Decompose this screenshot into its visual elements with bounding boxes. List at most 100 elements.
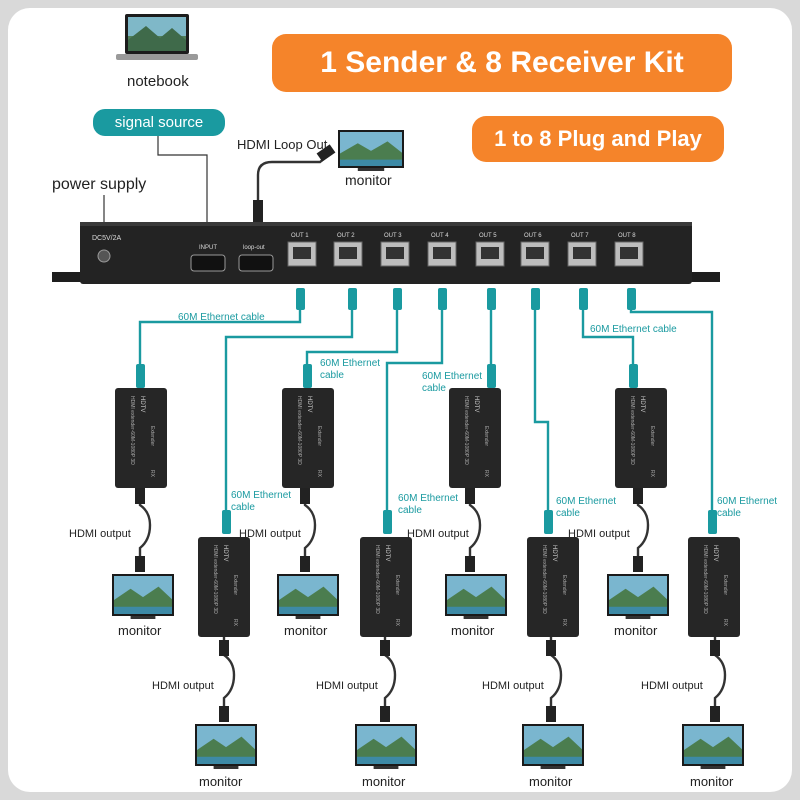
receiver-tag-label: Extender <box>561 575 567 596</box>
hdmi-loop-plug-top <box>316 144 336 162</box>
receiver-brand-label: HDTV <box>473 396 479 413</box>
loop-monitor-label: monitor <box>345 172 392 188</box>
port-label-out-4: OUT 4 <box>431 233 449 239</box>
port-label-out-2: OUT 2 <box>337 233 355 239</box>
cable-label-5b: cable <box>422 383 446 394</box>
loop-out-port-label: loop-out <box>243 245 265 251</box>
ethernet-plugs-bottom <box>136 364 717 534</box>
receiver-side-label: RX <box>394 619 400 626</box>
receiver-units <box>115 388 740 637</box>
subtitle-pill: 1 to 8 Plug and Play <box>472 116 724 162</box>
ethernet-cable-6 <box>533 300 550 515</box>
monitor-icon <box>355 724 417 769</box>
receiver-side-label: RX <box>149 470 155 477</box>
receiver-side-label: RX <box>316 470 322 477</box>
signal-source-pill: signal source <box>93 109 225 136</box>
cable-label-3a: 60M Ethernet <box>320 358 381 369</box>
hdmi-output-label-5: HDMI output <box>407 528 469 540</box>
port-label-out-6: OUT 6 <box>524 233 542 239</box>
receiver-model-label: HDMI extender-60M-1080P 3D <box>374 545 380 614</box>
monitor-label-4: monitor <box>362 774 406 789</box>
port-label-out-7: OUT 7 <box>571 233 589 239</box>
monitor-icon <box>607 574 669 619</box>
receiver-side-label: RX <box>649 470 655 477</box>
monitor-icon <box>682 724 744 769</box>
monitor-icon <box>112 574 174 619</box>
receiver-model-label: HDMI extender-60M-1080P 3D <box>702 545 708 614</box>
receiver-side-label: RX <box>561 619 567 626</box>
cable-label-8a: 60M Ethernet <box>717 496 778 507</box>
power-supply-label: power supply <box>52 176 147 193</box>
monitor-label-2: monitor <box>199 774 243 789</box>
port-label-out-1: OUT 1 <box>291 233 309 239</box>
receiver-brand-label: HDTV <box>384 545 390 562</box>
receiver-model-label: HDMI extender-60M-1080P 3D <box>212 545 218 614</box>
monitor-label-6: monitor <box>529 774 573 789</box>
monitor-icon <box>277 574 339 619</box>
cable-label-6a: 60M Ethernet <box>556 496 617 507</box>
notebook-icon <box>116 14 198 60</box>
monitor-label-3: monitor <box>284 623 328 638</box>
title-pill: 1 Sender & 8 Receiver Kit <box>272 34 732 92</box>
receiver-model-label: HDMI extender-60M-1080P 3D <box>129 396 135 465</box>
receiver-side-label: RX <box>483 470 489 477</box>
hdmi-output-label-8: HDMI output <box>641 680 703 692</box>
cable-label-3b: cable <box>320 370 344 381</box>
hdmi-loop-plug <box>253 200 263 222</box>
receiver-tag-label: Extender <box>483 426 489 447</box>
loop-monitor-icon <box>338 130 404 171</box>
receiver-model-label: HDMI extender-60M-1080P 3D <box>541 545 547 614</box>
cable-label-4a: 60M Ethernet <box>398 493 459 504</box>
receiver-brand-label: HDTV <box>639 396 645 413</box>
monitor-icon <box>522 724 584 769</box>
signal-source-wire <box>157 132 208 222</box>
receiver-brand-label: HDTV <box>712 545 718 562</box>
receiver-tag-label: Extender <box>649 426 655 447</box>
receiver-brand-label: HDTV <box>551 545 557 562</box>
receiver-side-label: RX <box>232 619 238 626</box>
sender-device <box>52 222 720 284</box>
port-label-out-3: OUT 3 <box>384 233 402 239</box>
hdmi-output-cables <box>138 488 727 722</box>
hdmi-loop-out-label: HDMI Loop Out <box>237 137 328 152</box>
monitor-label-5: monitor <box>451 623 495 638</box>
receiver-tag-label: Extender <box>232 575 238 596</box>
receiver-brand-label: HDTV <box>139 396 145 413</box>
hdmi-output-label-7: HDMI output <box>568 528 630 540</box>
monitor-label-7: monitor <box>614 623 658 638</box>
cable-label-1: 60M Ethernet cable <box>178 312 265 323</box>
receiver-tag-label: Extender <box>722 575 728 596</box>
cable-label-2a: 60M Ethernet <box>231 490 292 501</box>
hdmi-loop-out-cable <box>256 151 333 220</box>
title-text: 1 Sender & 8 Receiver Kit <box>320 46 684 79</box>
monitor-icon <box>195 724 257 769</box>
receiver-model-label: HDMI extender-60M-1080P 3D <box>629 396 635 465</box>
hdmi-output-label-4: HDMI output <box>316 680 378 692</box>
monitors <box>112 130 744 769</box>
cable-label-4b: cable <box>398 505 422 516</box>
ethernet-cable-7 <box>581 300 635 368</box>
receiver-side-label: RX <box>722 619 728 626</box>
cable-label-5a: 60M Ethernet <box>422 371 483 382</box>
cable-label-6b: cable <box>556 508 580 519</box>
receiver-brand-label: HDTV <box>306 396 312 413</box>
dc-power-label: DC5V/2A <box>92 235 122 242</box>
subtitle-text: 1 to 8 Plug and Play <box>494 126 702 151</box>
port-label-out-5: OUT 5 <box>479 233 497 239</box>
notebook-label: notebook <box>127 73 189 90</box>
receiver-tag-label: Extender <box>316 426 322 447</box>
cable-label-2b: cable <box>231 502 255 513</box>
receiver-model-label: HDMI extender-60M-1080P 3D <box>296 396 302 465</box>
hdmi-output-label-1: HDMI output <box>69 528 131 540</box>
cable-label-7: 60M Ethernet cable <box>590 324 677 335</box>
monitor-label-8: monitor <box>690 774 734 789</box>
hdmi-output-label-3: HDMI output <box>239 528 301 540</box>
hdmi-output-plugs <box>135 488 720 722</box>
ethernet-cable-2 <box>224 300 354 515</box>
ethernet-plugs-top <box>296 288 636 310</box>
cable-label-8b: cable <box>717 508 741 519</box>
receiver-tag-label: Extender <box>149 426 155 447</box>
ethernet-cable-1 <box>138 300 302 368</box>
hdmi-output-label-2: HDMI output <box>152 680 214 692</box>
